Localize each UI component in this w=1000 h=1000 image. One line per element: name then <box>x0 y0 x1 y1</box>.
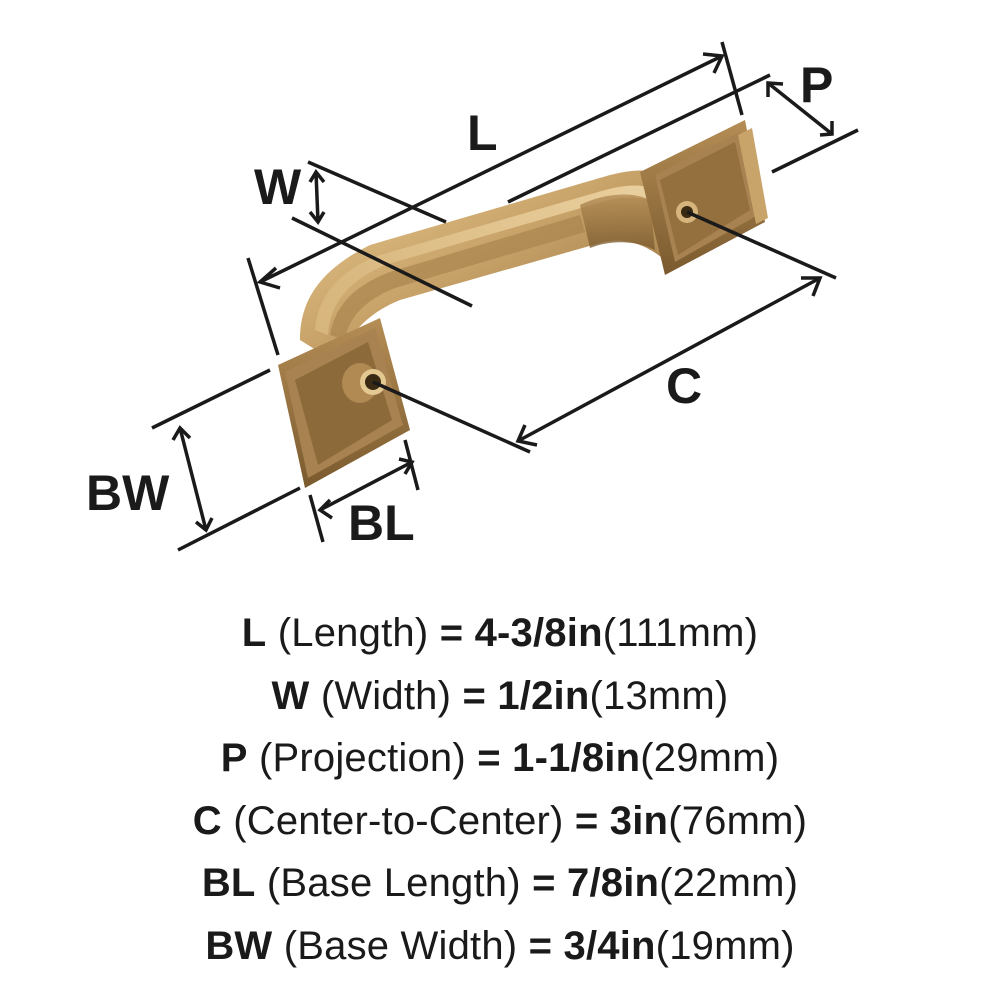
spec-name: (Base Length) <box>266 861 521 905</box>
dimension-P: P <box>507 57 859 204</box>
dimension-W: W <box>254 159 473 308</box>
spec-list: L (Length) = 4-3/8in(111mm) W (Width) = … <box>0 602 1000 977</box>
spec-row-base-width: BW (Base Width) = 3/4in(19mm) <box>0 915 1000 978</box>
spec-code: L <box>241 611 267 655</box>
label-L: L <box>467 105 498 161</box>
spec-equals: = <box>532 861 556 905</box>
pull-handle-image <box>278 120 768 488</box>
spec-code: W <box>271 673 310 718</box>
spec-name: (Projection) <box>258 736 466 780</box>
spec-imperial: 3in <box>609 798 669 843</box>
spec-metric: (13mm) <box>589 673 729 718</box>
spec-row-center-to-center: C (Center-to-Center) = 3in(76mm) <box>0 790 1000 853</box>
spec-code: C <box>192 798 222 843</box>
spec-equals: = <box>477 736 501 780</box>
spec-equals: = <box>462 673 486 718</box>
spec-imperial: 1-1/8in <box>512 736 641 780</box>
spec-name: (Width) <box>320 673 452 718</box>
spec-row-base-length: BL (Base Length) = 7/8in(22mm) <box>0 852 1000 915</box>
dimension-diagram: L P W C BW BL <box>86 41 859 552</box>
spec-code: BL <box>201 861 256 905</box>
dimension-BL: BL <box>308 439 420 551</box>
spec-metric: (22mm) <box>659 861 799 905</box>
spec-metric: (19mm) <box>655 923 795 968</box>
spec-metric: (76mm) <box>668 798 808 843</box>
spec-imperial: 7/8in <box>567 861 660 905</box>
dimension-L: L <box>246 41 744 356</box>
label-W: W <box>254 159 302 215</box>
spec-row-length: L (Length) = 4-3/8in(111mm) <box>0 602 1000 665</box>
spec-metric: (29mm) <box>640 736 780 780</box>
spec-metric: (111mm) <box>602 611 759 655</box>
label-BW: BW <box>86 465 170 521</box>
dimension-C: C <box>372 210 837 454</box>
dimension-BW: BW <box>86 368 301 552</box>
label-C: C <box>666 358 702 414</box>
spec-row-width: W (Width) = 1/2in(13mm) <box>0 665 1000 728</box>
left-base <box>278 318 410 488</box>
spec-code: P <box>220 736 248 780</box>
right-base <box>640 120 768 275</box>
spec-equals: = <box>574 798 599 843</box>
spec-name: (Base Width) <box>283 923 518 968</box>
spec-code: BW <box>205 923 273 968</box>
spec-name: (Length) <box>277 611 429 655</box>
label-P: P <box>800 57 833 113</box>
spec-imperial: 1/2in <box>497 673 590 718</box>
spec-imperial: 3/4in <box>563 923 656 968</box>
label-BL: BL <box>348 495 415 551</box>
spec-equals: = <box>439 611 464 655</box>
spec-imperial: 4-3/8in <box>474 611 603 655</box>
spec-name: (Center-to-Center) <box>233 798 564 843</box>
spec-row-projection: P (Projection) = 1-1/8in(29mm) <box>0 727 1000 790</box>
spec-equals: = <box>528 923 553 968</box>
